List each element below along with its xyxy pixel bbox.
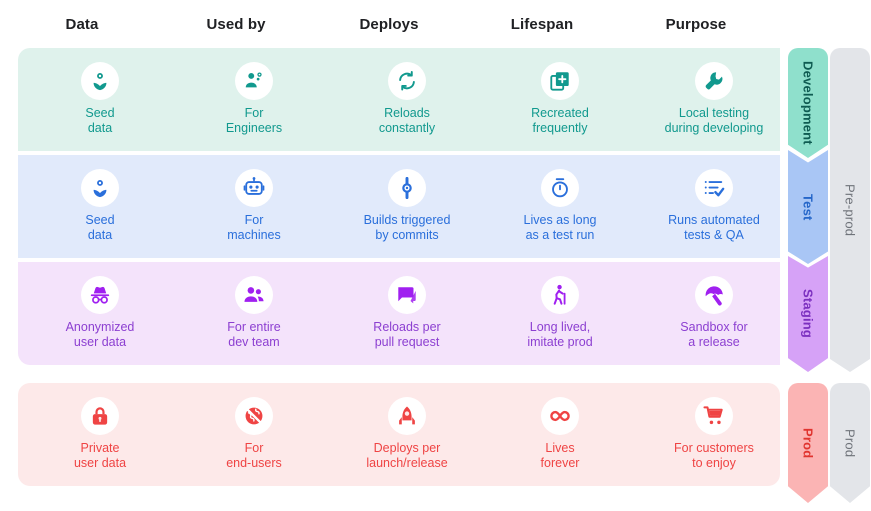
seed-flower-icon <box>81 169 119 207</box>
env-chevron-staging[interactable]: Staging <box>788 256 828 372</box>
globe-blocked-icon <box>235 397 273 435</box>
engineer-person-icon <box>235 62 273 100</box>
cell-label: Builds triggered by commits <box>363 213 451 242</box>
cell-test-deploys: Builds triggered by commits <box>332 155 482 258</box>
git-commit-icon <box>388 169 426 207</box>
refresh-sync-icon <box>388 62 426 100</box>
group-label: Prod <box>842 428 858 458</box>
cell-label: For entire dev team <box>227 320 281 349</box>
cell-label: Sandbox for a release <box>680 320 748 349</box>
cell-label: For machines <box>227 213 281 242</box>
incognito-icon <box>81 276 119 314</box>
elderly-walking-icon <box>541 276 579 314</box>
cell-prod-purpose: For customers to enjoy <box>639 383 789 486</box>
infinity-icon <box>541 397 579 435</box>
cell-label: Seed data <box>85 213 115 242</box>
cell-prod-used-by: For end-users <box>179 383 329 486</box>
row-prod: Private user data For end-users <box>18 383 780 486</box>
cell-label: Lives forever <box>540 441 580 470</box>
env-label: Development <box>800 61 816 145</box>
lock-icon <box>81 397 119 435</box>
cell-label: Deploys per launch/release <box>366 441 448 470</box>
column-header-row: Data Used by Deploys Lifespan Purpose <box>0 0 780 48</box>
env-chevron-prod[interactable]: Prod <box>788 383 828 503</box>
people-group-icon <box>235 276 273 314</box>
cell-development-data: Seed data <box>25 48 175 151</box>
cell-development-deploys: Reloads constantly <box>332 48 482 151</box>
env-label: Staging <box>800 289 816 339</box>
column-header-lifespan: Lifespan <box>510 16 574 33</box>
cell-label: Private user data <box>73 441 127 470</box>
rocket-launch-icon <box>388 397 426 435</box>
cell-label: For Engineers <box>225 106 283 135</box>
cell-label: Anonymized user data <box>65 320 135 349</box>
row-staging: Anonymized user data For entire dev team <box>18 262 780 365</box>
cell-test-used-by: For machines <box>179 155 329 258</box>
duplicate-add-icon <box>541 62 579 100</box>
env-label: Test <box>800 193 816 221</box>
shopping-cart-icon <box>695 397 733 435</box>
column-header-data: Data <box>65 16 99 33</box>
env-chevron-development[interactable]: Development <box>788 48 828 158</box>
cell-test-lifespan: Lives as long as a test run <box>485 155 635 258</box>
env-chevron-test[interactable]: Test <box>788 150 828 264</box>
cell-label: Reloads constantly <box>378 106 436 135</box>
wrench-icon <box>695 62 733 100</box>
cell-staging-purpose: Sandbox for a release <box>639 262 789 365</box>
cell-label: Long lived, imitate prod <box>527 320 593 349</box>
env-label: Prod <box>800 427 816 459</box>
cell-label: Seed data <box>85 106 115 135</box>
column-header-purpose: Purpose <box>665 16 727 33</box>
cell-label: Recreated frequently <box>531 106 589 135</box>
robot-icon <box>235 169 273 207</box>
cell-label: Reloads per pull request <box>373 320 441 349</box>
row-test: Seed data For machines <box>18 155 780 258</box>
cell-label: For end-users <box>226 441 282 470</box>
checklist-icon <box>695 169 733 207</box>
group-chevron-pre-prod[interactable]: Pre-prod <box>830 48 870 372</box>
cell-prod-data: Private user data <box>25 383 175 486</box>
cell-development-used-by: For Engineers <box>179 48 329 151</box>
cell-prod-deploys: Deploys per launch/release <box>332 383 482 486</box>
stopwatch-icon <box>541 169 579 207</box>
cell-label: Local testing during developing <box>664 106 764 135</box>
beach-umbrella-icon <box>695 276 733 314</box>
column-header-used-by: Used by <box>206 16 266 33</box>
cell-development-lifespan: Recreated frequently <box>485 48 635 151</box>
row-development: Seed data For Engineers <box>18 48 780 151</box>
cell-staging-lifespan: Long lived, imitate prod <box>485 262 635 365</box>
cell-label: Runs automated tests & QA <box>668 213 760 242</box>
chat-bubble-icon <box>388 276 426 314</box>
seed-flower-icon <box>81 62 119 100</box>
cell-development-purpose: Local testing during developing <box>639 48 789 151</box>
cell-label: Lives as long as a test run <box>523 213 597 242</box>
cell-test-data: Seed data <box>25 155 175 258</box>
group-label: Pre-prod <box>842 183 858 237</box>
cell-prod-lifespan: Lives forever <box>485 383 635 486</box>
cell-staging-used-by: For entire dev team <box>179 262 329 365</box>
cell-label: For customers to enjoy <box>674 441 754 470</box>
column-header-deploys: Deploys <box>359 16 419 33</box>
group-chevron-prod[interactable]: Prod <box>830 383 870 503</box>
cell-test-purpose: Runs automated tests & QA <box>639 155 789 258</box>
cell-staging-data: Anonymized user data <box>25 262 175 365</box>
cell-staging-deploys: Reloads per pull request <box>332 262 482 365</box>
